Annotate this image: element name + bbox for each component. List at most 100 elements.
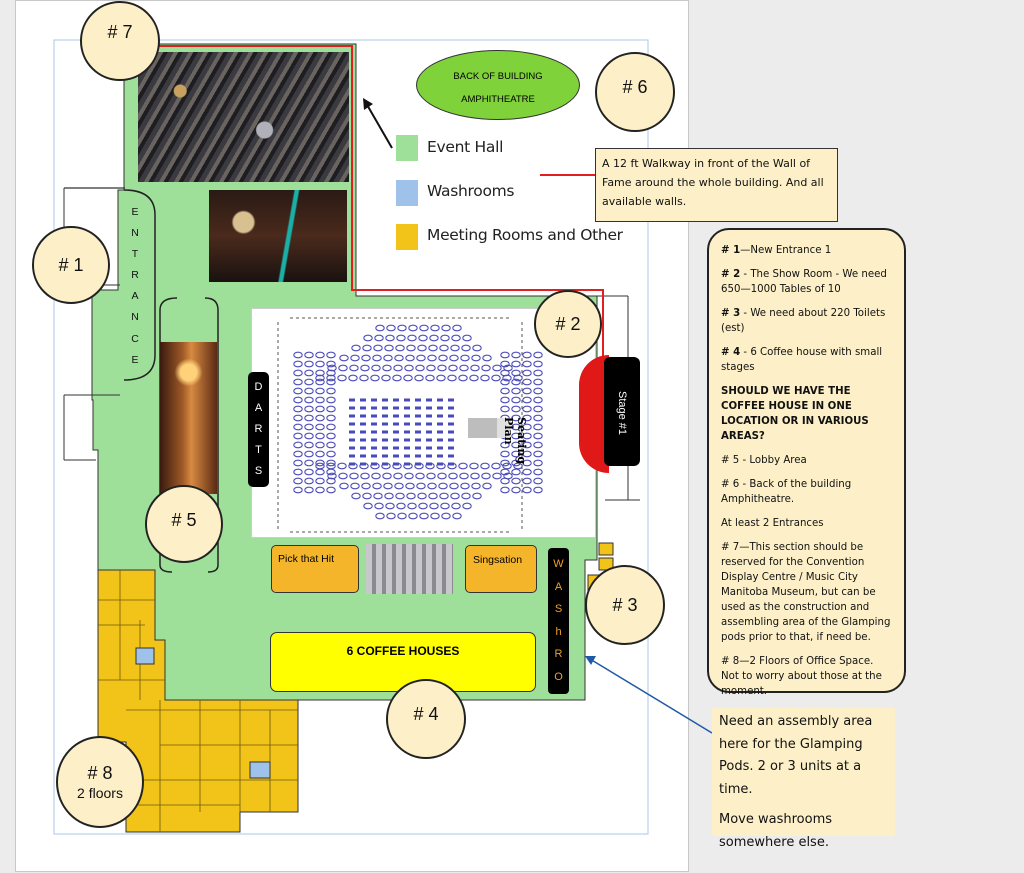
seat-table	[533, 396, 543, 404]
pick-that-hit-room: Pick that Hit	[271, 545, 359, 593]
seat-row	[448, 406, 454, 410]
seat-table	[451, 334, 461, 342]
seat-table	[349, 472, 359, 480]
seat-row	[415, 430, 421, 434]
seat-table	[326, 374, 336, 382]
seat-table	[500, 396, 510, 404]
seat-row	[426, 398, 432, 402]
seat-table	[315, 477, 325, 485]
seat-table	[315, 486, 325, 494]
seat-row	[404, 446, 410, 450]
seat-table	[533, 387, 543, 395]
seat-table	[408, 512, 418, 520]
seat-table	[459, 364, 469, 372]
seat-table	[426, 364, 436, 372]
coffee-houses-room: 6 COFFEE HOUSES	[270, 632, 536, 692]
legend-swatch-event-hall	[396, 135, 418, 161]
seat-table	[326, 351, 336, 359]
seat-row	[426, 414, 432, 418]
seat-table	[371, 364, 381, 372]
seat-table	[326, 414, 336, 422]
seat-table	[533, 423, 543, 431]
seating-plan-walls	[277, 317, 523, 533]
seat-table	[386, 324, 396, 332]
seat-table	[522, 459, 532, 467]
washroom-square-2	[249, 761, 271, 779]
seat-row	[382, 430, 388, 434]
seat-table	[293, 432, 303, 440]
seat-table	[416, 482, 426, 490]
seat-table	[326, 378, 336, 386]
entrance-letter: A	[131, 290, 139, 303]
seat-row	[393, 446, 399, 450]
seat-table	[439, 344, 449, 352]
seat-row	[349, 430, 355, 434]
seat-table	[428, 492, 438, 500]
washroom-letter: O	[554, 670, 563, 683]
washroom-square-1	[135, 647, 155, 665]
seat-table	[511, 405, 521, 413]
seat-table	[428, 344, 438, 352]
note-number: # 2	[721, 269, 741, 280]
seat-table	[372, 482, 382, 490]
washroom-letter: h	[555, 625, 562, 638]
seat-table	[371, 472, 381, 480]
note-text: At least 2 Entrances	[721, 518, 824, 529]
seat-table	[427, 354, 437, 362]
seat-table	[418, 334, 428, 342]
seat-table	[386, 512, 396, 520]
seat-table	[349, 364, 359, 372]
seat-table	[382, 364, 392, 372]
seat-table	[351, 344, 361, 352]
seat-row	[393, 438, 399, 442]
entrance-letter: R	[131, 269, 139, 282]
seat-table	[397, 512, 407, 520]
seat-table	[533, 432, 543, 440]
seat-table	[304, 387, 314, 395]
walkway-line	[128, 45, 604, 357]
seat-table	[408, 324, 418, 332]
seat-row	[415, 462, 421, 466]
seat-row	[437, 430, 443, 434]
seat-table	[315, 441, 325, 449]
seat-table	[522, 405, 532, 413]
seat-row	[404, 462, 410, 466]
seat-table	[451, 502, 461, 510]
entrance-letter: N	[131, 311, 139, 324]
seat-table	[441, 324, 451, 332]
seat-row	[448, 398, 454, 402]
darts-letter: D	[254, 381, 263, 393]
seat-table	[533, 369, 543, 377]
amphitheatre-ellipse: BACK OF BUILDING AMPHITHEATRE	[416, 50, 580, 120]
seat-table	[304, 432, 314, 440]
walkway-note-text: A 12 ft Walkway in front of the Wall of …	[602, 157, 824, 208]
seat-table	[511, 477, 521, 485]
seat-table	[404, 472, 414, 480]
seat-table	[293, 360, 303, 368]
seat-row	[415, 406, 421, 410]
seat-table	[500, 468, 510, 476]
seat-row	[437, 454, 443, 458]
seat-row	[426, 406, 432, 410]
entrance-letter: C	[131, 332, 139, 345]
seat-table	[372, 354, 382, 362]
legend-arrow-head	[363, 98, 373, 110]
seat-row	[393, 406, 399, 410]
seat-table	[405, 482, 415, 490]
seat-row	[371, 414, 377, 418]
seat-table	[471, 354, 481, 362]
seat-row	[349, 438, 355, 442]
legend-swatch-meeting	[396, 224, 418, 250]
seat-row	[393, 398, 399, 402]
seat-table	[500, 405, 510, 413]
seat-table	[315, 360, 325, 368]
seat-table	[511, 459, 521, 467]
seat-table	[533, 477, 543, 485]
seat-table	[533, 441, 543, 449]
seat-table	[381, 374, 391, 382]
seat-table	[500, 378, 510, 386]
seat-row	[393, 454, 399, 458]
seat-table	[393, 472, 403, 480]
seat-table	[511, 432, 521, 440]
